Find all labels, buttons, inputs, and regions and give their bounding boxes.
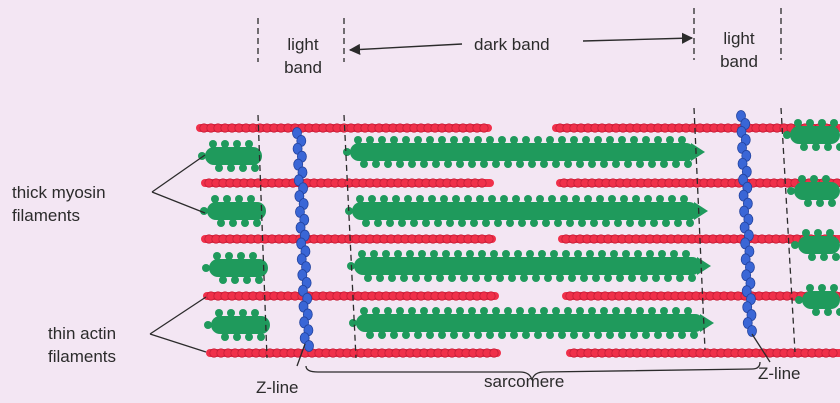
actin-leader-line <box>149 296 207 335</box>
myosin-filament <box>795 284 840 316</box>
thick-myosin-label: thick myosin filaments <box>12 181 106 227</box>
z-line-label-right: Z-line <box>758 364 801 383</box>
label-line: thin actin <box>48 324 117 343</box>
label-line: filaments <box>12 206 81 225</box>
label-line: band <box>284 58 322 77</box>
myosin-filament <box>787 175 840 207</box>
myosin-filament <box>202 252 268 284</box>
z-line-right-leader <box>751 333 771 363</box>
thick-myosin-layer <box>198 119 840 341</box>
label-line: light <box>287 35 319 54</box>
actin-filament <box>201 234 496 244</box>
actin-filament <box>206 348 501 358</box>
z-line-layer <box>292 110 757 352</box>
dark-band-arrow-left <box>348 43 463 56</box>
myosin-filament <box>343 136 705 168</box>
myosin-filament <box>791 229 840 261</box>
light-band-left-boundary <box>257 114 268 359</box>
actin-filament <box>196 123 492 133</box>
myosin-filament <box>345 195 708 227</box>
myosin-filament <box>204 309 270 341</box>
dark-band-arrow-right <box>582 32 694 44</box>
actin-filament <box>566 348 840 358</box>
label-line: light <box>723 29 755 48</box>
sarcomere-brace <box>305 361 761 381</box>
dark-band-left-boundary <box>343 114 357 359</box>
myosin-filament <box>200 195 266 227</box>
z-line <box>736 110 757 337</box>
thin-actin-layer <box>196 123 840 358</box>
myosin-filament <box>349 307 714 339</box>
light-band-label-left: light band <box>268 33 338 79</box>
label-line: filaments <box>48 347 117 366</box>
myosin-leader-line <box>151 154 206 193</box>
z-line-left-leader <box>296 343 306 367</box>
actin-filament <box>201 178 494 188</box>
label-line: band <box>720 52 758 71</box>
sarcomere-label: sarcomere <box>484 372 565 391</box>
actin-leader-line <box>149 333 207 353</box>
actin-filament <box>552 123 840 133</box>
label-line: thick myosin <box>12 183 106 202</box>
myosin-filament <box>198 140 262 172</box>
dark-band-label: dark band <box>474 35 550 54</box>
dark-band-right-boundary <box>693 107 706 351</box>
leader-lines <box>149 154 771 367</box>
myosin-filament <box>783 119 840 151</box>
z-line <box>292 127 314 352</box>
myosin-filament <box>347 250 711 282</box>
z-line-label-left: Z-line <box>256 378 299 397</box>
light-band-right-boundary <box>780 107 796 353</box>
light-band-label-right: light band <box>704 27 774 73</box>
band-boundaries <box>257 8 796 359</box>
myosin-leader-line <box>151 191 206 214</box>
actin-filament <box>203 291 499 301</box>
thin-actin-label: thin actin filaments <box>48 322 116 368</box>
actin-filament <box>558 234 840 244</box>
